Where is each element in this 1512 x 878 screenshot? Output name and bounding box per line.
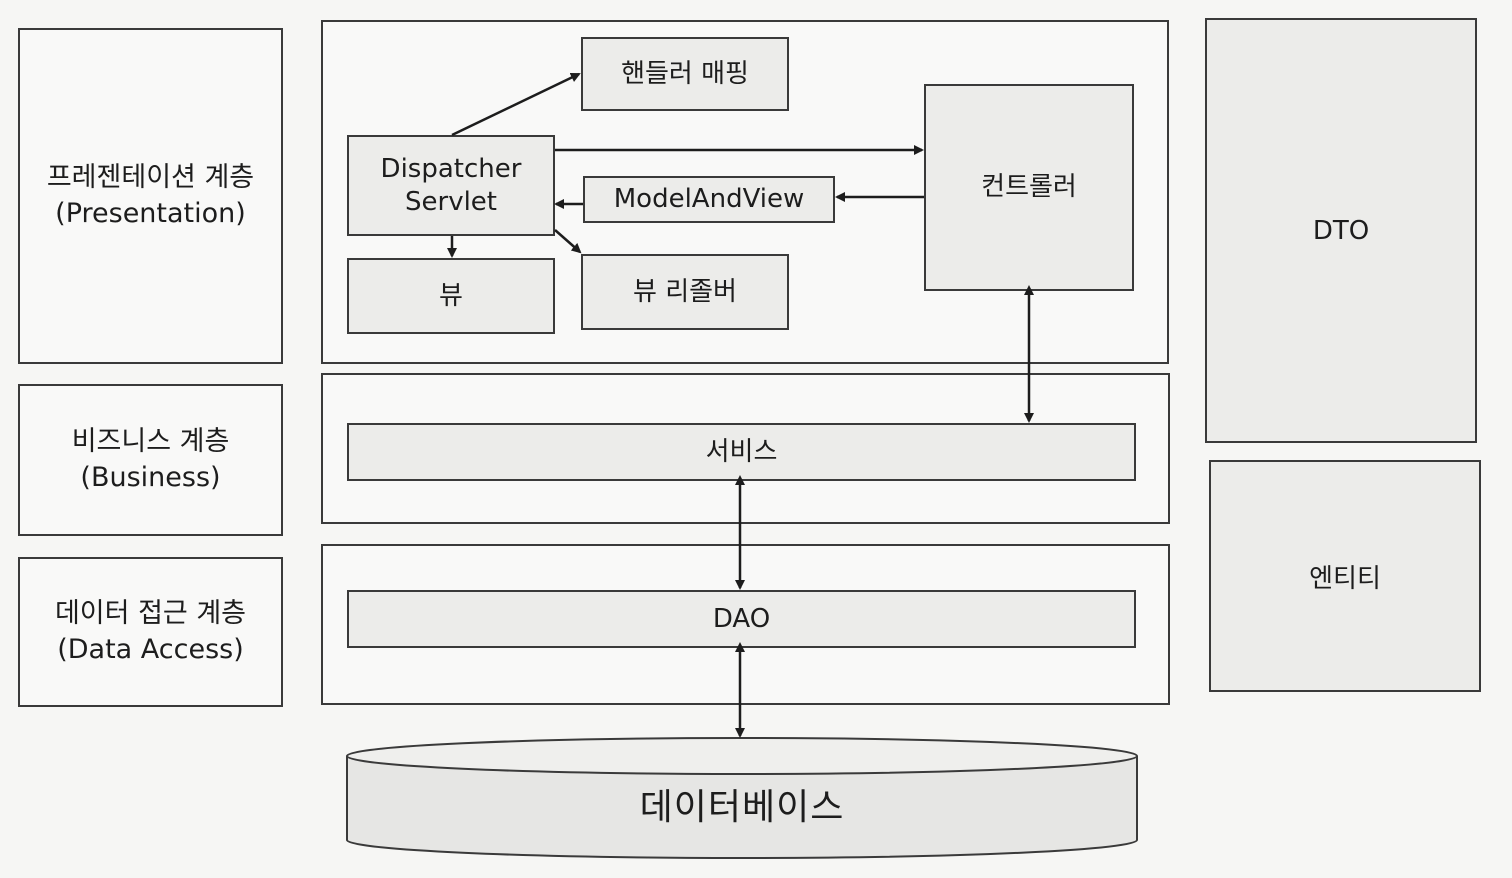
view-resolver-box: 뷰 리졸버 [581,254,789,330]
business-layer-name: 비즈니스 계층 [71,426,230,458]
dispatcher-servlet-label-line1: Dispatcher [380,154,522,184]
arrow-dispatcher-to-view-resolver [554,229,582,254]
database-label: 데이터베이스 [639,787,845,828]
business-layer-label: 비즈니스 계층 (Business) [18,384,283,536]
presentation-layer-name: 프레젠테이션 계층 [46,162,255,194]
view-box: 뷰 [347,258,555,334]
database-cylinder [346,737,1138,859]
dto-label: DTO [1312,215,1370,246]
controller-label: 컨트롤러 [981,172,1077,203]
dispatcher-servlet-label-line2: Servlet [405,186,497,217]
business-layer-english: (Business) [80,462,221,493]
view-resolver-label: 뷰 리졸버 [633,276,737,307]
dao-box: DAO [347,590,1136,648]
model-and-view-box: ModelAndView [583,176,835,223]
entity-label: 엔티티 [1309,563,1381,594]
model-and-view-label: ModelAndView [613,184,805,215]
dto-box: DTO [1205,18,1477,443]
dao-label: DAO [712,603,771,634]
entity-box: 엔티티 [1209,460,1481,692]
data-access-layer-name: 데이터 접근 계층 [54,598,247,630]
service-label: 서비스 [705,436,778,467]
view-label: 뷰 [439,280,463,311]
presentation-layer-label: 프레젠테이션 계층 (Presentation) [18,28,283,364]
handler-mapping-label: 핸들러 매핑 [621,58,749,89]
data-access-layer-label: 데이터 접근 계층 (Data Access) [18,557,283,707]
arrow-dispatcher-to-handler-mapping [451,72,581,137]
controller-box: 컨트롤러 [924,84,1134,291]
dispatcher-servlet-box: Dispatcher Servlet [347,135,555,236]
data-access-layer-english: (Data Access) [57,634,244,665]
presentation-layer-english: (Presentation) [55,198,246,229]
handler-mapping-box: 핸들러 매핑 [581,37,789,111]
